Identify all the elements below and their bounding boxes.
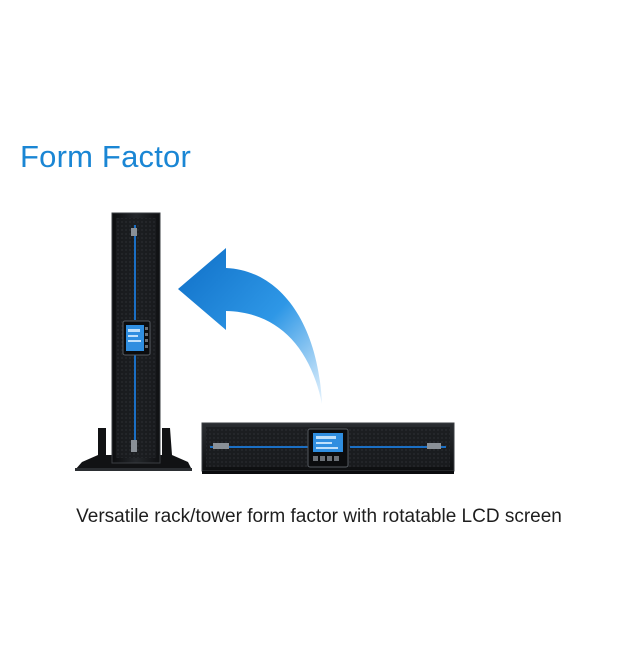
lcd-panel <box>122 320 151 356</box>
page-title: Form Factor <box>20 139 191 174</box>
caption-text: Versatile rack/tower form factor with ro… <box>76 506 562 527</box>
tower-ups-unit <box>75 212 192 471</box>
rack-ups-unit <box>201 422 455 474</box>
lcd-panel <box>307 428 349 468</box>
rotate-arrow-icon <box>178 248 322 404</box>
